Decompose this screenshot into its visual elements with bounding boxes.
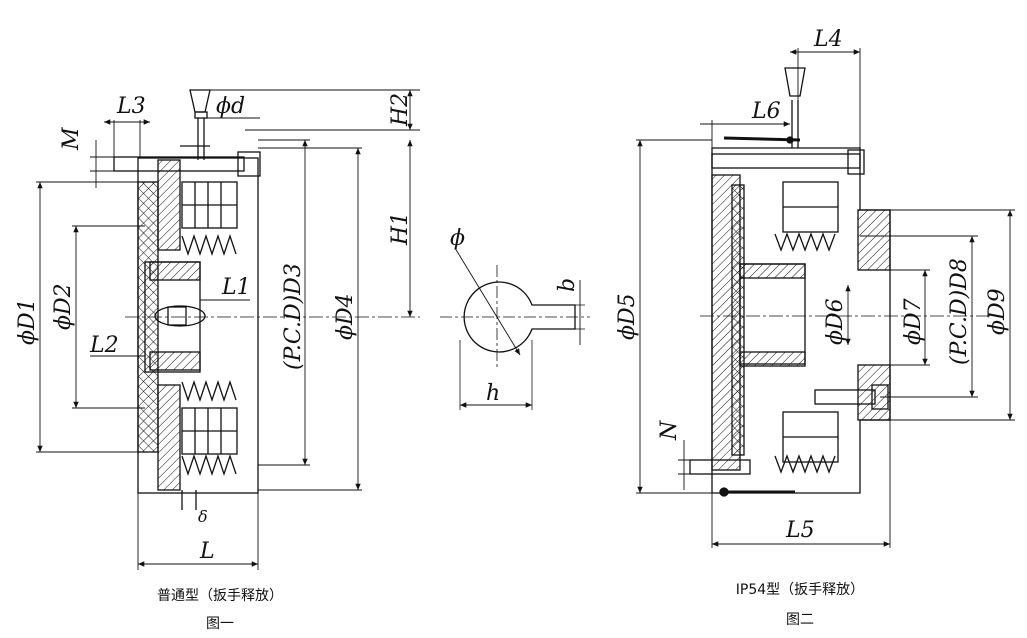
label-D8: (P.C.D)D8: [947, 258, 972, 365]
label-phi-d: ϕd: [216, 94, 245, 119]
label-h: h: [486, 381, 500, 406]
label-L2: L2: [89, 333, 119, 358]
label-H1: H1: [388, 212, 413, 246]
label-N: N: [657, 420, 682, 441]
figure1-dimensions: [36, 89, 420, 570]
label-phiD6: ϕD6: [823, 298, 848, 345]
label-phiD4: ϕD4: [333, 293, 358, 340]
label-L: L: [199, 539, 215, 564]
label-L4: L4: [813, 27, 843, 52]
label-H2: H2: [388, 93, 413, 127]
label-L3: L3: [116, 94, 146, 119]
label-b: b: [555, 278, 580, 292]
figure2-dimensions: [636, 48, 1015, 548]
figure2-caption: IP54型（扳手释放）: [736, 582, 864, 598]
keyway-drawing: [440, 247, 590, 410]
keyway-labels: ϕ b h: [450, 226, 580, 406]
figure2-caption-number: 图二: [786, 612, 814, 628]
label-phiD1: ϕD1: [15, 298, 40, 345]
label-phiD9: ϕD9: [985, 288, 1010, 335]
figure1-caption-number: 图一: [206, 616, 234, 632]
figure1-labels: L3 ϕd H2 M H1 L1 ϕD1 ϕD2 L2 (P.C.D)D3 ϕD…: [15, 93, 413, 632]
label-phiD5: ϕD5: [615, 293, 640, 340]
label-L6: L6: [751, 99, 781, 124]
figure1-caption: 普通型（扳手释放）: [157, 588, 283, 604]
figure2-drawing: [689, 67, 990, 497]
label-phiD7: ϕD7: [901, 298, 926, 345]
label-L1: L1: [221, 275, 251, 300]
label-phi: ϕ: [450, 226, 465, 251]
label-phiD2: ϕD2: [51, 283, 76, 330]
figure2-labels: L4 L6 ϕD5 ϕD6 ϕD7 (P.C.D)D8 ϕD9 N L5 IP5…: [615, 27, 1010, 628]
label-D3: (P.C.D)D3: [281, 263, 306, 370]
label-M: M: [59, 127, 84, 151]
figure1-drawing: [113, 89, 420, 510]
label-L5: L5: [785, 518, 815, 543]
label-delta: δ: [198, 507, 208, 526]
